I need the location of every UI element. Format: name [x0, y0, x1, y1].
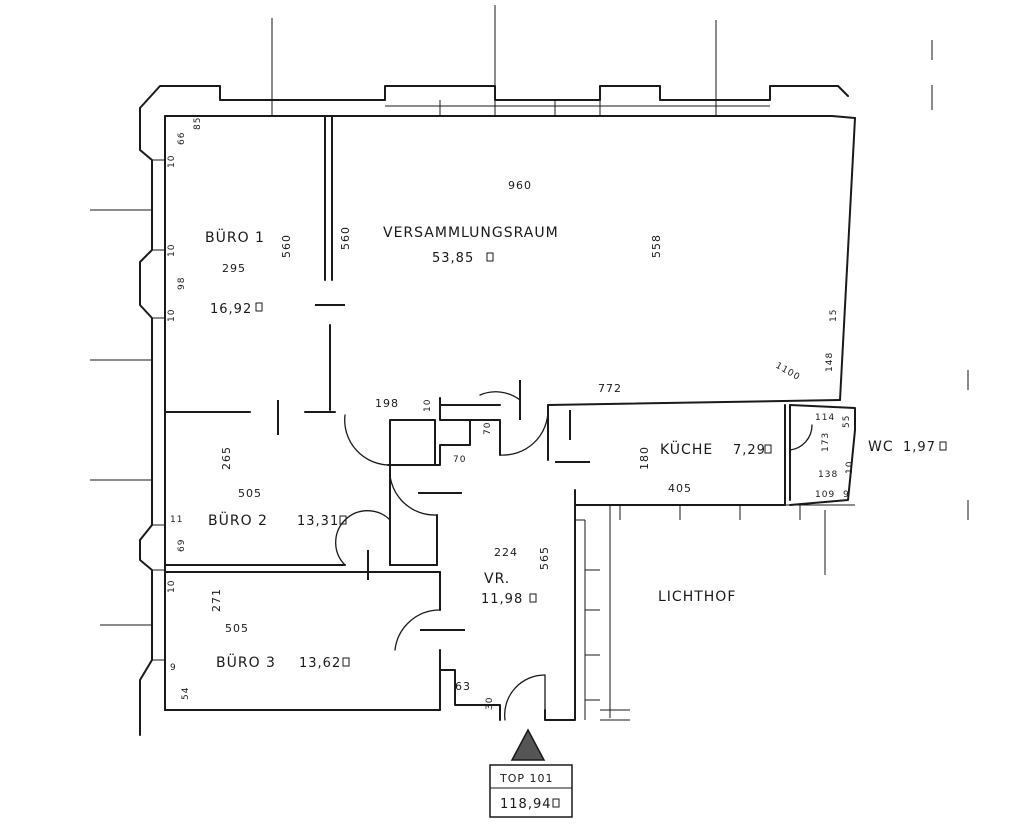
- room-height: 560: [280, 234, 293, 258]
- dim-left-69: 69: [177, 539, 187, 552]
- entrance-arrow: [510, 728, 546, 761]
- dim-left-10b: 10: [167, 244, 177, 257]
- room-height: 265: [220, 446, 233, 470]
- room-versammlungsraum: VERSAMMLUNGSRAUM 53,85 960 560 558 772: [339, 179, 663, 395]
- dim-70-b: 70: [453, 455, 466, 465]
- dim-10-top: 10: [423, 399, 433, 412]
- room-name: LICHTHOF: [658, 589, 736, 605]
- sqm-symbol: [939, 441, 947, 451]
- axis-lines: [90, 5, 969, 626]
- sqm-symbol: [764, 444, 772, 454]
- dim-left-54: 54: [181, 687, 191, 700]
- room-name: VR.: [484, 571, 510, 587]
- unit-name: TOP 101: [499, 772, 554, 785]
- dim-9: 9: [843, 490, 850, 500]
- room-name: BÜRO 1: [205, 228, 265, 246]
- room-width: 295: [222, 262, 246, 275]
- room-height-left: 560: [339, 226, 352, 250]
- dim-left-10a: 10: [167, 155, 177, 168]
- room-name: WC: [868, 439, 894, 455]
- room-width: 405: [668, 482, 692, 495]
- interior-walls: [164, 115, 856, 721]
- room-area: 16,92: [210, 302, 252, 317]
- room-height: 565: [538, 546, 551, 570]
- room-area: 7,29: [733, 443, 766, 458]
- room-area: 1,97: [903, 440, 936, 455]
- sqm-symbol: [552, 798, 560, 808]
- room-width: 960: [508, 179, 532, 192]
- misc-dimensions: 198 10 70 70 1100 148 15 114 55 10 9 63 …: [167, 117, 855, 710]
- dim-15: 15: [829, 309, 839, 322]
- room-name: BÜRO 3: [216, 653, 276, 671]
- room-lichthof: LICHTHOF: [658, 589, 736, 605]
- room-width: 224: [494, 546, 518, 559]
- sqm-symbol: [342, 657, 350, 667]
- room-area: 11,98: [481, 592, 523, 607]
- dim-55: 55: [842, 415, 852, 428]
- dim-63: 63: [455, 680, 471, 693]
- room-name: KÜCHE: [660, 440, 713, 458]
- room-area: 13,31: [297, 514, 339, 529]
- room-buero3: BÜRO 3 13,62 505 271: [210, 588, 350, 671]
- sqm-symbol: [255, 302, 263, 312]
- dim-10-wc: 10: [845, 461, 855, 474]
- sqm-symbol: [486, 252, 494, 262]
- dim-1100: 1100: [774, 361, 802, 383]
- room-width: 505: [238, 487, 262, 500]
- unit-total-area: 118,94: [500, 797, 552, 812]
- room-height-right: 558: [650, 234, 663, 258]
- room-kueche: KÜCHE 7,29 405 180: [638, 440, 772, 495]
- dim-114: 114: [815, 413, 835, 423]
- room-side: 173: [821, 432, 831, 452]
- door-swings: [335, 391, 813, 721]
- room-height: 271: [210, 588, 223, 612]
- dim-148: 148: [825, 352, 835, 372]
- dim-left-10c: 10: [167, 309, 177, 322]
- sqm-symbol: [529, 593, 537, 603]
- dim-left-98: 98: [177, 277, 187, 290]
- dim-left-11: 11: [170, 515, 183, 525]
- sqm-symbol: [339, 515, 347, 525]
- unit-label-box: TOP 101 118,94: [489, 764, 573, 818]
- room-height: 180: [638, 446, 651, 470]
- room-height: 138: [818, 470, 838, 480]
- room-width: 505: [225, 622, 249, 635]
- dim-198: 198: [375, 397, 399, 410]
- room-bottom: 772: [598, 382, 622, 395]
- room-buero1: BÜRO 1 295 560 16,92: [205, 228, 293, 317]
- room-vorraum: 224 VR. 11,98 565: [481, 546, 551, 607]
- room-buero2: BÜRO 2 13,31 505 265: [208, 446, 347, 529]
- dim-left-9: 9: [170, 663, 177, 673]
- dim-left-66: 66: [177, 132, 187, 145]
- room-area: 53,85: [432, 251, 474, 266]
- dim-30: 30: [485, 697, 495, 710]
- dim-70-a: 70: [483, 422, 493, 435]
- room-name: VERSAMMLUNGSRAUM: [383, 225, 559, 241]
- room-area: 13,62: [299, 656, 341, 671]
- dim-left-10d: 10: [167, 580, 177, 593]
- dim-left-85: 85: [193, 117, 203, 130]
- room-width: 109: [815, 490, 835, 500]
- room-name: BÜRO 2: [208, 511, 268, 529]
- outer-walls: [139, 85, 856, 736]
- room-wc: WC 1,97 138 109 173: [815, 432, 947, 500]
